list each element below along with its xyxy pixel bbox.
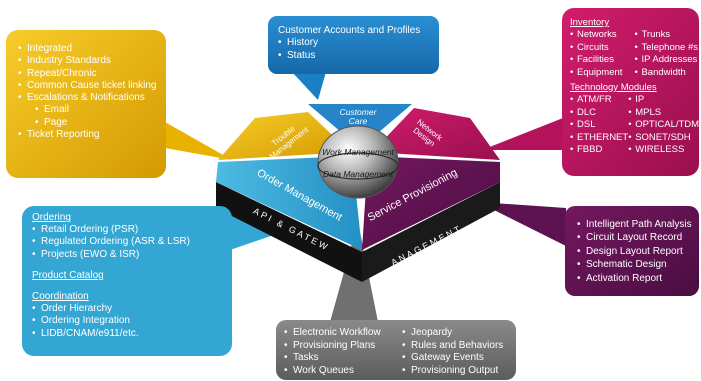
trouble-callout-tail bbox=[165, 122, 232, 160]
segment-service-provisioning bbox=[362, 156, 500, 250]
trouble-item: Industry Standards bbox=[18, 55, 158, 68]
technology-item: DLC bbox=[570, 107, 628, 120]
technology-item: ETHERNET bbox=[570, 132, 628, 145]
trouble-item: Escalations & Notifications bbox=[18, 92, 158, 105]
technology-item: MPLS bbox=[628, 107, 699, 120]
workflow-item: Provisioning Output bbox=[402, 365, 503, 378]
segment-customer-care bbox=[308, 104, 412, 138]
provisioning-item: Schematic Design bbox=[577, 258, 697, 272]
inventory-item: Trunks bbox=[634, 29, 698, 42]
trouble-sub-item: Page bbox=[18, 117, 158, 130]
coordination-item: LIDB/CNAM/e911/etc. bbox=[32, 328, 228, 340]
technology-item: WIRELESS bbox=[628, 144, 699, 157]
trouble-callout: Integrated Industry Standards Repeat/Chr… bbox=[18, 43, 158, 142]
technology-item: SONET/SDH bbox=[628, 132, 699, 145]
network-callout-tail bbox=[482, 118, 563, 150]
technology-item: OPTICAL/TDM bbox=[628, 119, 699, 132]
workflow-item: Provisioning Plans bbox=[284, 340, 402, 353]
hub-ring bbox=[317, 152, 399, 180]
workflow-item: Electronic Workflow bbox=[284, 327, 402, 340]
inventory-item: Bandwidth bbox=[634, 67, 698, 80]
trouble-item: Integrated bbox=[18, 43, 158, 56]
customer-care-callout-tail bbox=[292, 72, 326, 100]
workflow-callout: Electronic Workflow Provisioning Plans T… bbox=[284, 327, 514, 377]
ordering-item: Retail Ordering (PSR) bbox=[32, 224, 228, 236]
technology-item: DSL bbox=[570, 119, 628, 132]
ordering-item: Regulated Ordering (ASR & LSR) bbox=[32, 236, 228, 248]
trouble-item: Common Cause ticket linking bbox=[18, 80, 158, 93]
ordering-item: Projects (EWO & ISR) bbox=[32, 249, 228, 261]
workflow-item: Tasks bbox=[284, 352, 402, 365]
workflow-item: Work Queues bbox=[284, 365, 402, 378]
platform-base-right bbox=[362, 182, 500, 282]
customer-care-item: History bbox=[278, 37, 438, 50]
provisioning-item: Intelligent Path Analysis bbox=[577, 218, 697, 232]
platform-base-left bbox=[216, 182, 362, 282]
inventory-item: Facilities bbox=[570, 54, 634, 67]
workflow-item: Jeopardy bbox=[402, 327, 503, 340]
provisioning-item: Design Layout Report bbox=[577, 245, 697, 259]
technology-modules-heading: Technology Modules bbox=[570, 82, 657, 94]
technology-item: IP bbox=[628, 94, 699, 107]
product-catalog-heading: Product Catalog bbox=[32, 269, 104, 281]
inventory-item: Networks bbox=[570, 29, 634, 42]
technology-item: FBBD bbox=[570, 144, 628, 157]
inventory-heading: Inventory bbox=[570, 17, 610, 28]
label-data-management: Data Management bbox=[323, 169, 394, 179]
label-work-management: Work Management bbox=[322, 147, 394, 157]
provisioning-item: Activation Report bbox=[577, 272, 697, 286]
trouble-item: Ticket Reporting bbox=[18, 129, 158, 142]
workflow-item: Gateway Events bbox=[402, 352, 503, 365]
network-callout: Inventory Networks Circuits Facilities E… bbox=[570, 17, 699, 157]
coordination-item: Order Hierarchy bbox=[32, 303, 228, 315]
inventory-item: Circuits bbox=[570, 42, 634, 55]
provisioning-item: Circuit Layout Record bbox=[577, 231, 697, 245]
inventory-item: Equipment bbox=[570, 67, 634, 80]
segment-network-design bbox=[372, 108, 500, 160]
order-callout: Ordering Retail Ordering (PSR) Regulated… bbox=[32, 212, 228, 340]
inventory-item: IP Addresses bbox=[634, 54, 698, 67]
provisioning-callout-tail bbox=[478, 202, 566, 246]
trouble-item: Repeat/Chronic bbox=[18, 68, 158, 81]
trouble-sub-item: Email bbox=[18, 104, 158, 117]
ordering-heading: Ordering bbox=[32, 212, 71, 223]
technology-item: ATM/FR bbox=[570, 94, 628, 107]
segment-trouble-management bbox=[218, 112, 350, 160]
coordination-item: Ordering Integration bbox=[32, 315, 228, 327]
coordination-heading: Coordination bbox=[32, 291, 89, 303]
customer-care-title: Customer Accounts and Profiles bbox=[278, 25, 421, 36]
hub-sphere bbox=[317, 125, 399, 199]
inventory-item: Telephone #s bbox=[634, 42, 698, 55]
customer-care-item: Status bbox=[278, 50, 438, 63]
workflow-item: Rules and Behaviors bbox=[402, 340, 503, 353]
customer-care-callout: Customer Accounts and Profiles History S… bbox=[278, 25, 438, 63]
provisioning-callout: Intelligent Path Analysis Circuit Layout… bbox=[577, 218, 697, 285]
